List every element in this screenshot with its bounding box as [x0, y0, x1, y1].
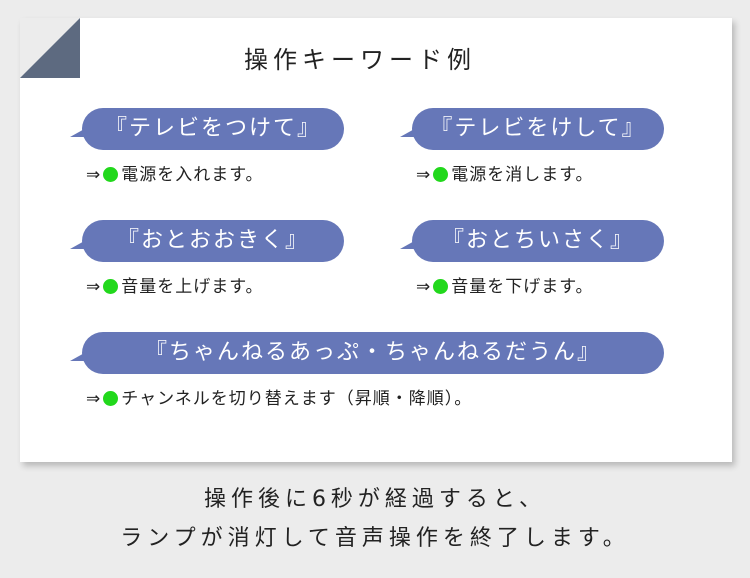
green-dot-icon — [103, 167, 119, 182]
description-volume-up: ⇒ 音量を上げます。 — [86, 277, 264, 297]
green-dot-icon — [433, 279, 449, 294]
description-tv-off: ⇒ 電源を消します。 — [416, 165, 594, 185]
arrow-symbol: ⇒ — [86, 277, 102, 297]
keyword-bubble-volume-up: 『おとおおきく』 — [70, 220, 344, 262]
description-text: 音量を上げます。 — [121, 277, 264, 297]
description-text: 電源を消します。 — [451, 165, 594, 185]
description-text: 電源を入れます。 — [121, 165, 264, 185]
description-volume-down: ⇒ 音量を下げます。 — [416, 277, 594, 297]
keyword-bubble-channel: 『ちゃんねるあっぷ・ちゃんねるだうん』 — [70, 332, 664, 374]
footer-note-line-2: ランプが消灯して音声操作を終了します。 — [120, 526, 630, 551]
description-tv-on: ⇒ 電源を入れます。 — [86, 165, 264, 185]
description-text: チャンネルを切り替えます（昇順・降順）。 — [121, 389, 473, 409]
footer-note-line-1: 操作後に6秒が経過すると、 — [203, 487, 547, 512]
green-dot-icon — [103, 279, 119, 294]
card-title: 操作キーワード例 — [244, 46, 476, 74]
green-dot-icon — [433, 167, 449, 182]
description-channel: ⇒ チャンネルを切り替えます（昇順・降順）。 — [86, 389, 472, 409]
arrow-symbol: ⇒ — [86, 165, 102, 185]
description-text: 音量を下げます。 — [451, 277, 594, 297]
green-dot-icon — [103, 391, 119, 406]
keyword-bubble-volume-down: 『おとちいさく』 — [400, 220, 664, 262]
keyword-bubble-tv-off: 『テレビをけして』 — [400, 108, 664, 150]
arrow-symbol: ⇒ — [416, 165, 432, 185]
keyword-bubble-tv-on: 『テレビをつけて』 — [70, 108, 344, 150]
arrow-symbol: ⇒ — [416, 277, 432, 297]
corner-fold-decoration — [20, 18, 80, 78]
arrow-symbol: ⇒ — [86, 389, 102, 409]
